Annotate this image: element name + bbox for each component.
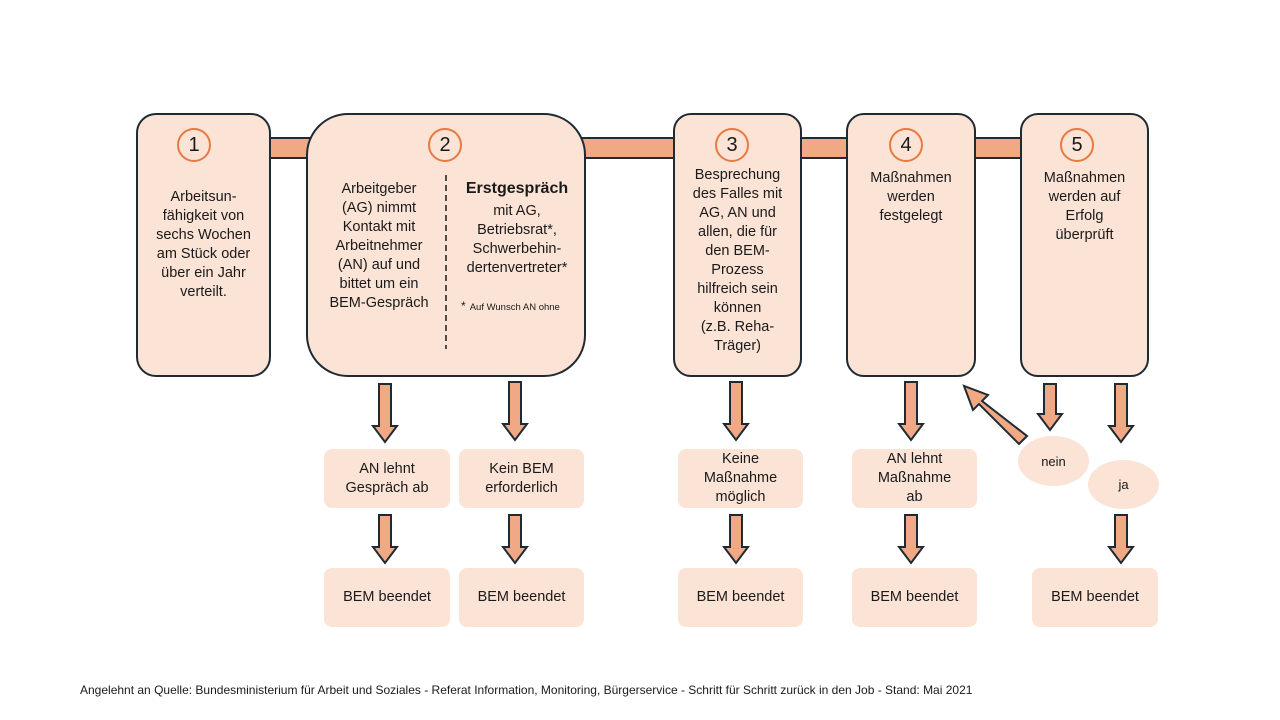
decision-nein: nein <box>1018 436 1089 486</box>
step-4-number: 4 <box>889 128 923 162</box>
end-bem-beendet-2: BEM beendet <box>459 568 584 627</box>
outcome-an-lehnt-gespraech: AN lehnt Gespräch ab <box>324 449 450 508</box>
step-1-text: Arbeitsun- fähigkeit von sechs Wochen am… <box>156 189 251 300</box>
step-5-number: 5 <box>1060 128 1094 162</box>
outcome-kein-bem: Kein BEM erforderlich <box>459 449 584 508</box>
arrow-down <box>722 381 750 442</box>
end-bem-beendet-5: BEM beendet <box>1032 568 1158 627</box>
outcome-keine-massnahme: Keine Maßnahme möglich <box>678 449 803 508</box>
step-2-number: 2 <box>428 128 462 162</box>
footnote-mark: * <box>461 299 466 313</box>
arrow-down <box>371 514 399 565</box>
arrow-nein-back-to-4 <box>962 384 1029 446</box>
arrow-down <box>1036 383 1064 432</box>
arrow-down <box>501 381 529 442</box>
footnote-text: Auf Wunsch AN ohne <box>469 302 560 313</box>
arrow-down <box>371 383 399 444</box>
step-3-text: Besprechung des Falles mit AG, AN und al… <box>692 167 783 354</box>
step-2-left-text: Arbeitgeber (AG) nimmt Kontakt mit Arbei… <box>329 181 429 311</box>
step-2-footnote: * Auf Wunsch AN ohne <box>461 297 560 317</box>
step-5-text: Maßnahmen werden auf Erfolg überprüft <box>1043 170 1126 243</box>
step-4-text: Maßnahmen werden festgelegt <box>870 170 952 224</box>
end-bem-beendet-1: BEM beendet <box>324 568 450 627</box>
arrow-down <box>897 514 925 565</box>
end-bem-beendet-4: BEM beendet <box>852 568 977 627</box>
arrow-down <box>1107 383 1135 444</box>
decision-ja: ja <box>1088 460 1159 509</box>
outcome-an-lehnt-massnahme: AN lehnt Maßnahme ab <box>852 449 977 508</box>
source-footer: Angelehnt an Quelle: Bundesministerium f… <box>80 683 973 697</box>
arrow-down <box>722 514 750 565</box>
step-3-number: 3 <box>715 128 749 162</box>
step-2-right-text: mit AG, Betriebsrat*, Schwerbehin- derte… <box>466 203 568 276</box>
step-2-heading: Erstgespräch <box>465 180 569 197</box>
arrow-down <box>501 514 529 565</box>
end-bem-beendet-3: BEM beendet <box>678 568 803 627</box>
arrow-down <box>1107 514 1135 565</box>
step-2-divider <box>445 175 447 349</box>
arrow-down <box>897 381 925 442</box>
step-1-number: 1 <box>177 128 211 162</box>
